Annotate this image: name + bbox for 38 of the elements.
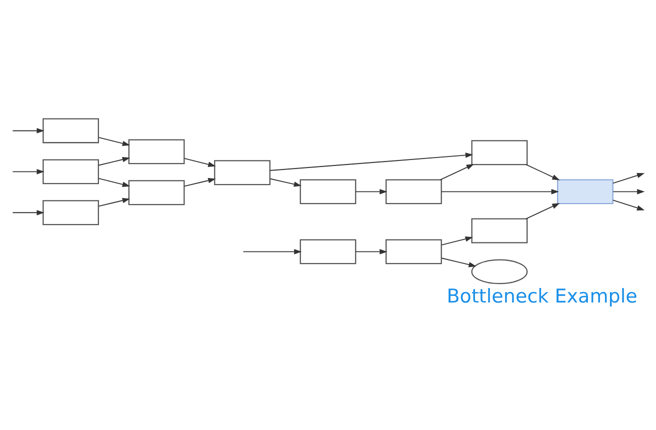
arrow (355, 188, 388, 194)
node-box (128, 138, 185, 164)
node-ellipse (471, 258, 528, 284)
arrow (526, 164, 560, 180)
node-box (300, 178, 356, 204)
arrow (355, 248, 388, 254)
arrow (441, 188, 559, 194)
node-box (42, 158, 99, 184)
arrow (612, 172, 645, 184)
node-box (128, 180, 185, 205)
node-box (42, 200, 99, 225)
arrow (98, 156, 130, 166)
arrow (242, 248, 302, 254)
arrow (612, 199, 645, 210)
arrow (184, 177, 216, 186)
arrow (526, 202, 560, 219)
arrow (612, 188, 645, 194)
arrow (98, 177, 130, 186)
node-box (471, 140, 528, 165)
arrow (270, 178, 302, 186)
node-box (386, 238, 442, 264)
node-box (471, 218, 528, 243)
arrow (12, 209, 44, 215)
caption: Bottleneck Example (446, 285, 638, 308)
arrow (12, 168, 44, 174)
node-box (300, 238, 356, 264)
arrow (441, 257, 476, 267)
arrow (440, 164, 474, 180)
node-box (557, 178, 614, 204)
arrow (98, 136, 130, 146)
arrow (98, 197, 130, 206)
arrow (184, 157, 216, 166)
arrow (441, 236, 473, 245)
node-box (42, 118, 99, 143)
node-box (386, 178, 442, 204)
arrow (270, 152, 474, 170)
arrow (12, 128, 44, 133)
node-box (214, 160, 270, 185)
